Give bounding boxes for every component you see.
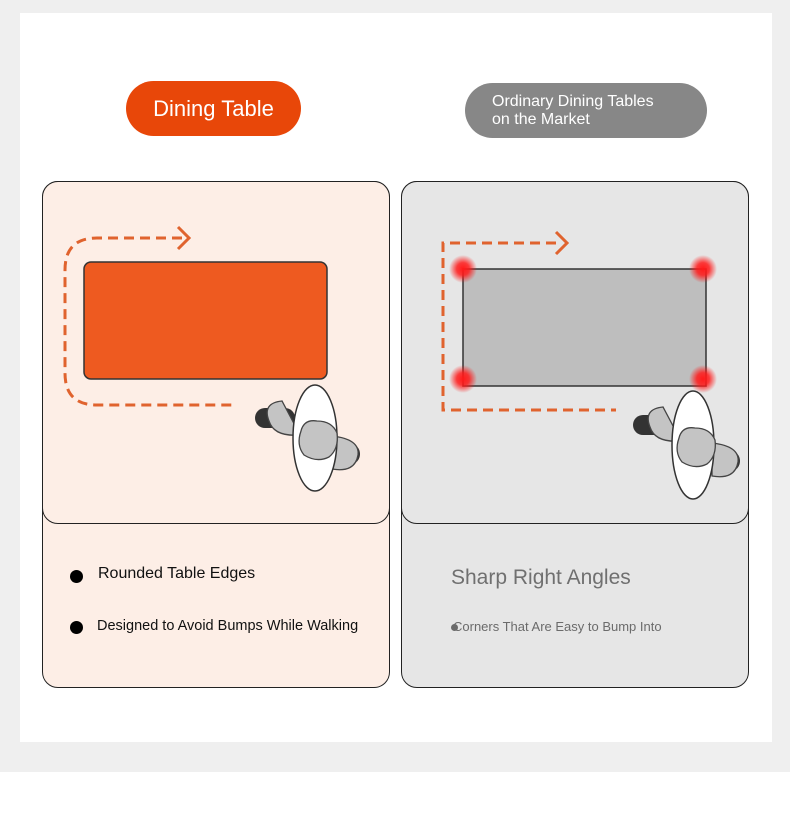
walking-path-icon <box>441 241 616 412</box>
bullet-dot <box>451 624 458 631</box>
path-arrow-icon <box>176 225 192 251</box>
bullet-dot <box>70 570 83 583</box>
ordinary-tables-badge-label: Ordinary Dining Tables on the Market <box>492 92 654 128</box>
dining-table-badge: Dining Table <box>126 81 301 136</box>
corner-warning-icon <box>449 255 477 283</box>
sharp-table-icon <box>462 268 707 387</box>
corner-warning-icon <box>689 365 717 393</box>
ordinary-tables-badge: Ordinary Dining Tables on the Market <box>465 83 707 138</box>
avoid-bumps-text: Designed to Avoid Bumps While Walking <box>97 618 359 634</box>
dining-table-badge-label: Dining Table <box>153 95 274 121</box>
sharp-table-illustration <box>441 230 740 500</box>
person-topview-icon <box>633 390 740 500</box>
rounded-table-icon <box>83 261 328 380</box>
walking-path-icon <box>63 236 237 407</box>
bullet-dot <box>70 621 83 634</box>
easy-to-bump-text: Corners That Are Easy to Bump Into <box>453 619 662 634</box>
path-arrow-icon <box>554 230 570 256</box>
rounded-edges-text: Rounded Table Edges <box>98 565 256 582</box>
corner-warning-icon <box>449 365 477 393</box>
corner-warning-icon <box>689 255 717 283</box>
person-topview-icon <box>255 384 360 492</box>
rounded-table-illustration <box>63 225 360 492</box>
sharp-angles-title: Sharp Right Angles <box>451 566 631 589</box>
